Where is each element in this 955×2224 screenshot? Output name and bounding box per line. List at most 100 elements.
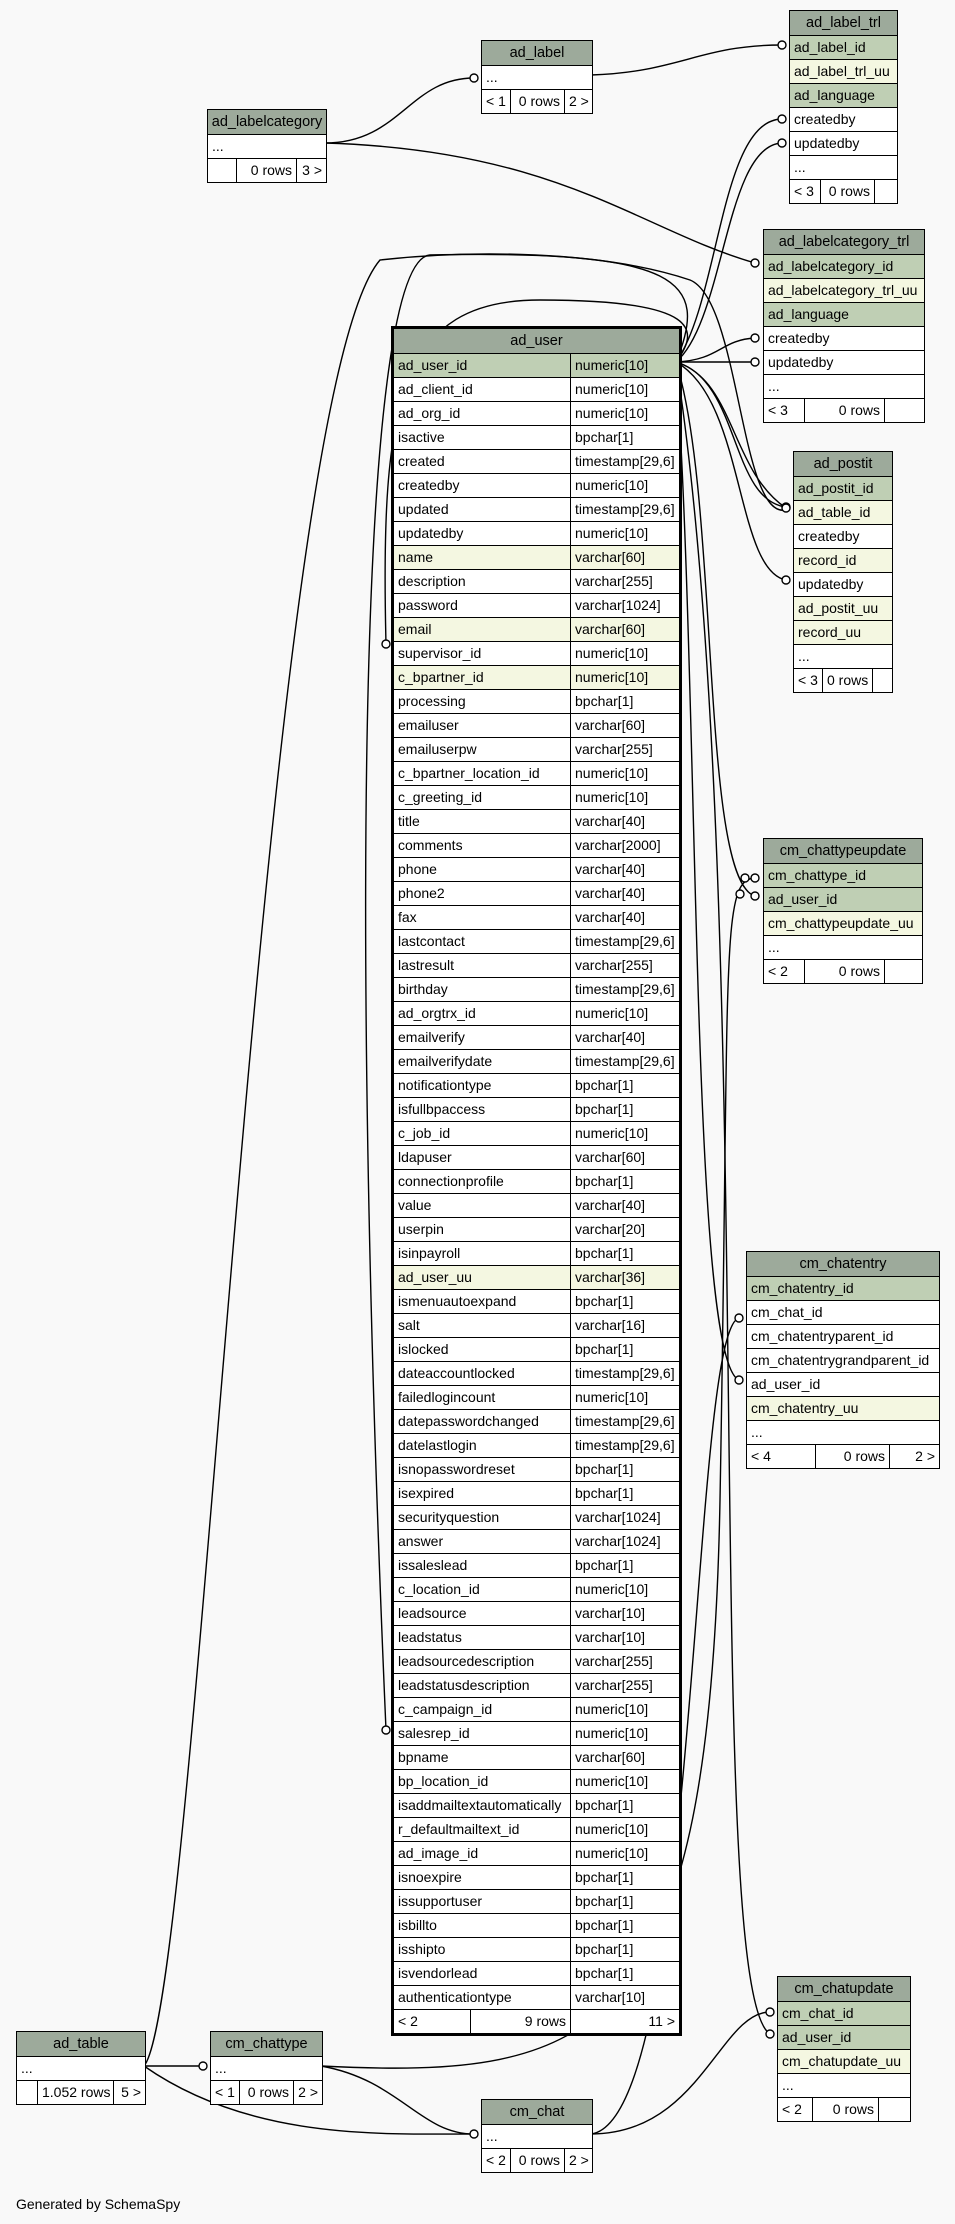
column-name: islocked: [398, 1341, 449, 1357]
zero-or-many-marker: [781, 575, 791, 585]
row-count: 0 rows: [510, 2149, 564, 2172]
children-link[interactable]: 2 >: [564, 90, 592, 113]
column-name: leadstatus: [398, 1629, 462, 1645]
zero-or-many-marker: [381, 1725, 391, 1735]
column-name: supervisor_id: [398, 645, 482, 661]
children-link[interactable]: 3 >: [296, 159, 326, 182]
column-name: createdby: [398, 477, 460, 493]
column-type: numeric[10]: [570, 1722, 679, 1745]
parents-link[interactable]: < 2: [486, 2152, 506, 2168]
parents-link[interactable]: [17, 2081, 37, 2104]
column-type: varchar[60]: [570, 1746, 679, 1769]
column-type: varchar[40]: [570, 858, 679, 881]
parents-link[interactable]: < 3: [798, 672, 818, 688]
column-type: bpchar[1]: [570, 1962, 679, 1985]
column-name: emailverifydate: [398, 1053, 493, 1069]
column-name: salt: [398, 1317, 420, 1333]
table-header-ad_table: ad_table: [17, 2032, 145, 2057]
column-type: numeric[10]: [570, 1386, 679, 1409]
children-link[interactable]: [884, 399, 924, 422]
parents-link[interactable]: < 4: [751, 1448, 771, 1464]
children-link[interactable]: [878, 2098, 910, 2121]
column-row: cm_chatentrygrandparent_id: [747, 1349, 939, 1373]
children-link[interactable]: [872, 669, 892, 692]
children-link[interactable]: [874, 180, 897, 203]
column-name: isnoexpire: [398, 1869, 462, 1885]
column-row: ad_postit_id: [794, 477, 892, 501]
parents-link[interactable]: < 3: [768, 402, 788, 418]
column-name: datelastlogin: [398, 1437, 477, 1453]
column-name: c_bpartner_location_id: [398, 765, 540, 781]
row-count: 0 rows: [812, 2098, 878, 2121]
column-name: description: [398, 573, 466, 589]
relationship-line: [675, 337, 756, 363]
column-type: numeric[10]: [570, 522, 679, 545]
column-row: createdby: [794, 525, 892, 549]
relationship-line: [324, 77, 475, 144]
column-type: bpchar[1]: [570, 1554, 679, 1577]
row-count: 0 rows: [236, 159, 296, 182]
column-name: ldapuser: [398, 1149, 452, 1165]
column-name: ad_table_id: [798, 504, 871, 520]
column-name: answer: [398, 1533, 444, 1549]
column-type: varchar[1024]: [570, 594, 679, 617]
table-header-cm_chattypeupdate: cm_chattypeupdate: [764, 839, 922, 864]
column-name: emailuser: [398, 717, 459, 733]
column-row: ...: [790, 156, 897, 180]
parents-link[interactable]: [208, 159, 236, 182]
column-name: cm_chat_id: [751, 1304, 823, 1320]
parents-link[interactable]: < 2: [782, 2101, 802, 2117]
column-name: birthday: [398, 981, 448, 997]
column-name: ad_user_id: [398, 357, 468, 373]
column-type: varchar[255]: [570, 954, 679, 977]
column-name: created: [398, 453, 445, 469]
row-count: 0 rows: [804, 960, 884, 983]
parents-link[interactable]: < 3: [794, 183, 814, 199]
zero-or-many-marker: [381, 639, 391, 649]
column-name: updatedby: [768, 354, 834, 370]
column-type: varchar[40]: [570, 882, 679, 905]
column-type: varchar[255]: [570, 1674, 679, 1697]
column-name: notificationtype: [398, 1077, 492, 1093]
children-link[interactable]: 2 >: [293, 2081, 322, 2104]
row-count: 0 rows: [239, 2081, 293, 2104]
column-type: varchar[10]: [570, 1626, 679, 1649]
parents-link[interactable]: < 2: [398, 2013, 418, 2029]
children-link[interactable]: 2 >: [564, 2149, 592, 2172]
parents-link[interactable]: < 1: [486, 93, 506, 109]
children-link[interactable]: [884, 960, 922, 983]
children-link[interactable]: 11 >: [570, 2010, 679, 2033]
column-type: numeric[10]: [570, 1002, 679, 1025]
children-link[interactable]: 5 >: [113, 2081, 145, 2104]
parents-link[interactable]: < 2: [768, 963, 788, 979]
column-type: bpchar[1]: [570, 1338, 679, 1361]
column-name: email: [398, 621, 432, 637]
children-link[interactable]: 2 >: [889, 1445, 939, 1468]
parents-link[interactable]: < 1: [215, 2084, 235, 2100]
